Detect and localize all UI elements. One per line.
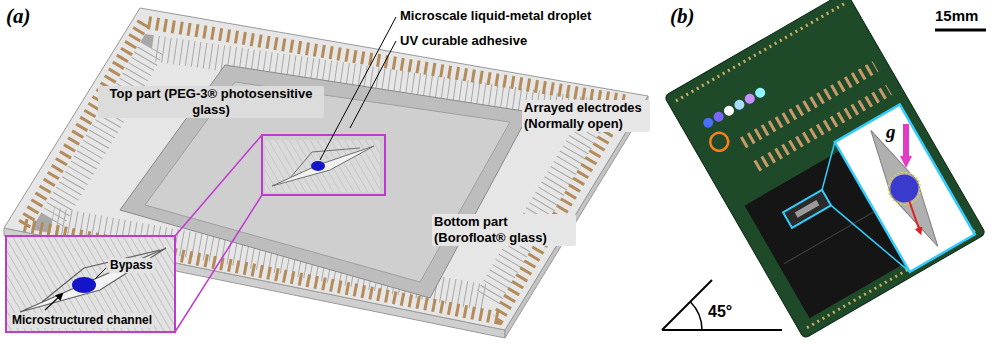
part-label: Top part (PEG-3® photosensitive glass) [98,86,324,118]
part-label: Microscale liquid-metal droplet [400,8,591,24]
leader-lines [45,17,396,310]
gravity-label: g [884,122,898,142]
part-label: Bottom part (Borofloat® glass) [432,214,576,246]
part-label: Arrayed electrodes (Normally open) [522,100,650,132]
bottom-glass [4,8,648,338]
panel-letter: (b) [670,4,695,28]
inset-label: Bypass [108,258,155,273]
gravity-arrow [903,124,909,160]
circuit-board [664,0,986,339]
part-label: UV curable adhesive [400,33,527,49]
zoom-inset [6,135,262,332]
scale-label: 15mm [935,7,978,25]
angle-label: 45° [708,302,732,321]
panel-letter: (a) [6,4,31,28]
angle-marker [662,280,782,330]
scale-bar [935,29,986,32]
inset-label: Microstructured channel [10,313,154,328]
